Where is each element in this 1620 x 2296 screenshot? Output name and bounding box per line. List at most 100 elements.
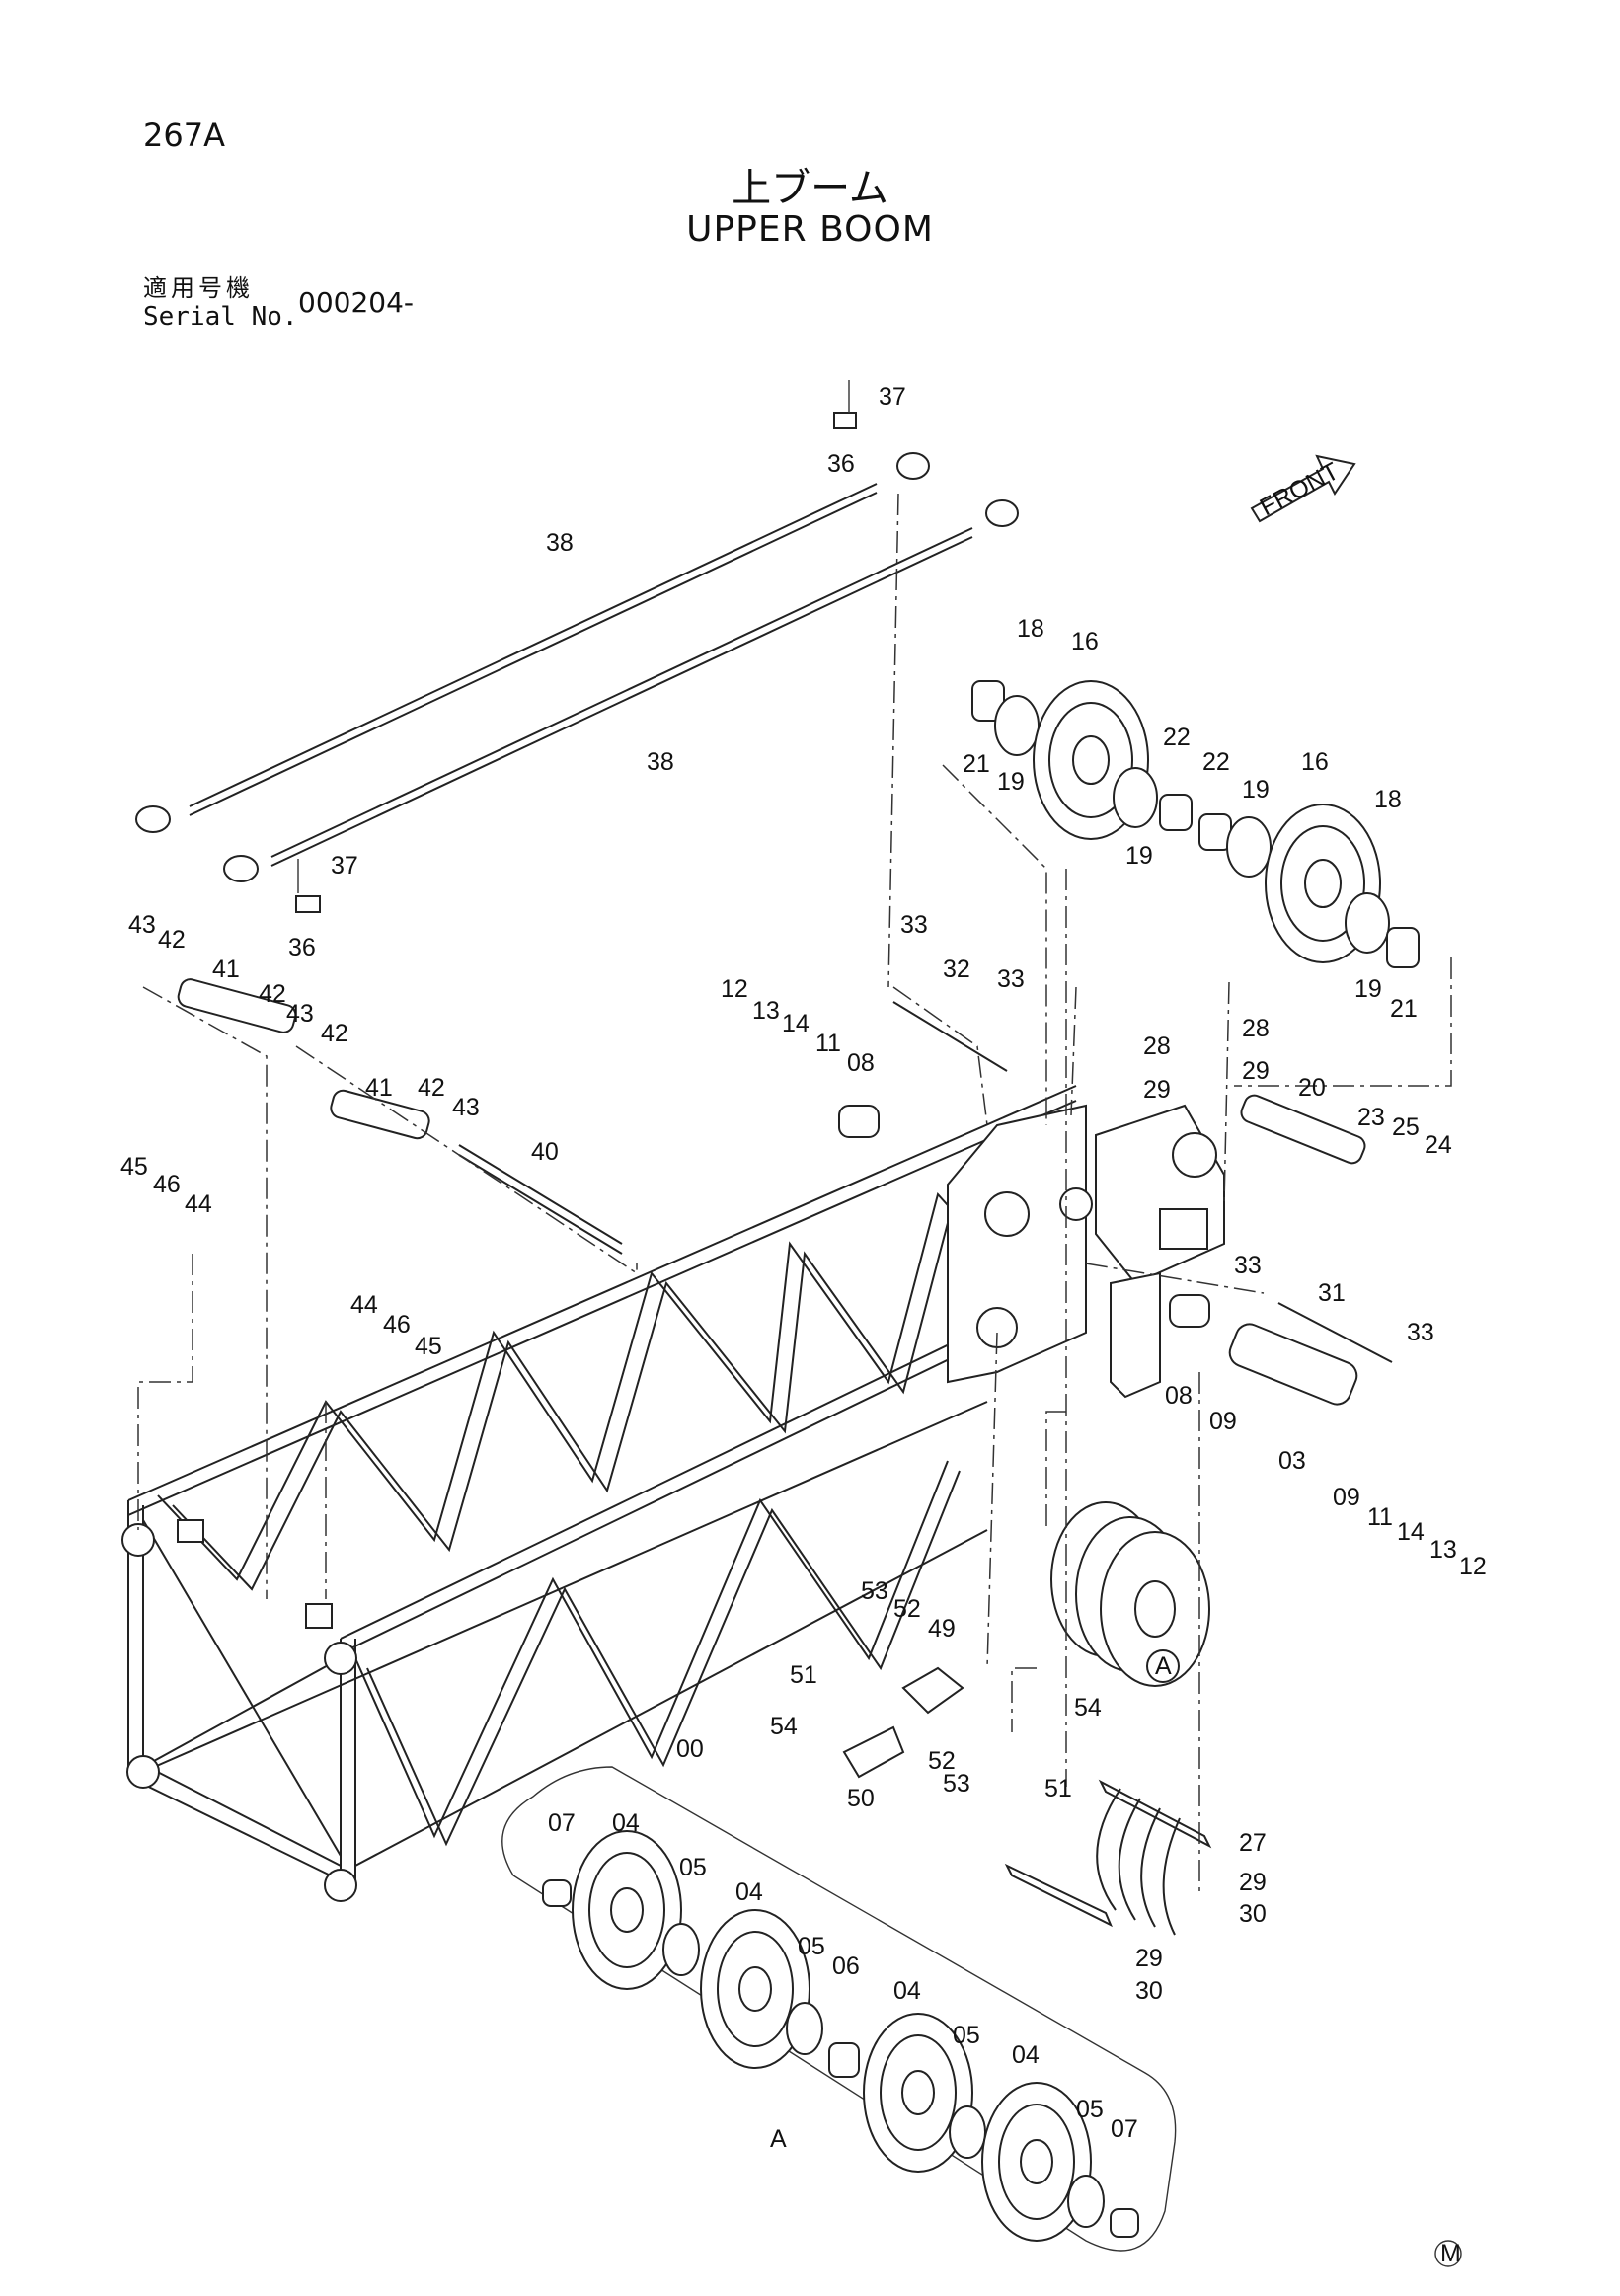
callout-14: 14 <box>1397 1518 1425 1546</box>
pin-03 <box>1228 1323 1358 1406</box>
callout-16: 16 <box>1301 748 1329 776</box>
callout-27: 27 <box>1239 1829 1267 1857</box>
svg-text:M: M <box>1440 2240 1461 2267</box>
callout-31: 31 <box>1318 1279 1346 1307</box>
callout-30: 30 <box>1239 1900 1267 1928</box>
callout-41: 41 <box>212 956 240 983</box>
callout-05: 05 <box>798 1933 825 1960</box>
callout-28: 28 <box>1242 1015 1270 1042</box>
callout-08: 08 <box>1165 1382 1193 1410</box>
front-arrow-icon: FRONT <box>1250 454 1356 523</box>
callout-30: 30 <box>1135 1977 1163 2005</box>
callout-05: 05 <box>1076 2096 1104 2123</box>
pin-20 <box>1240 1094 1366 1165</box>
callout-33: 33 <box>1234 1252 1262 1279</box>
callout-labels: 37 36 38 38 37 36 18 16 21 19 19 22 22 1… <box>120 383 1487 2143</box>
callout-33: 33 <box>1407 1319 1434 1346</box>
callout-19: 19 <box>997 768 1025 796</box>
callout-16: 16 <box>1071 628 1099 655</box>
page-title-jp: 上ブーム <box>732 166 888 211</box>
pin-40 <box>458 1144 623 1245</box>
page-title: UPPER BOOM <box>686 209 934 250</box>
callout-04: 04 <box>735 1878 763 1906</box>
head-sheave-group <box>971 680 1420 968</box>
callout-24: 24 <box>1425 1131 1452 1159</box>
serial-value: 000204- <box>298 286 414 319</box>
callout-06: 06 <box>832 1952 860 1980</box>
detail-a-marker: A <box>1155 1652 1172 1680</box>
callout-53: 53 <box>861 1577 888 1605</box>
callout-22: 22 <box>1202 748 1230 776</box>
callout-46: 46 <box>153 1171 181 1198</box>
detail-a-label: A <box>770 2125 787 2153</box>
tie-rod-upper <box>135 452 930 833</box>
callout-19: 19 <box>1242 776 1270 804</box>
callout-29: 29 <box>1239 1869 1267 1896</box>
callout-41: 41 <box>365 1074 393 1102</box>
callout-11: 11 <box>1367 1503 1393 1531</box>
callout-52: 52 <box>928 1747 956 1775</box>
callout-42: 42 <box>259 980 286 1008</box>
callout-19: 19 <box>1125 842 1153 870</box>
guide-bracket-27 <box>1004 1779 1212 1936</box>
pin-32 <box>892 1001 1008 1072</box>
callout-45: 45 <box>415 1333 442 1360</box>
callout-07: 07 <box>1111 2115 1138 2143</box>
callout-40: 40 <box>531 1138 559 1166</box>
callout-29: 29 <box>1143 1076 1171 1104</box>
callout-50: 50 <box>847 1785 875 1812</box>
callout-09: 09 <box>1209 1408 1237 1435</box>
callout-04: 04 <box>893 1977 921 2005</box>
pin-36-top <box>833 412 857 429</box>
callout-22: 22 <box>1163 724 1191 751</box>
callout-43: 43 <box>286 1000 314 1028</box>
callout-33: 33 <box>900 911 928 939</box>
callout-19: 19 <box>1354 975 1382 1003</box>
serial-label-jp: 適用号機 <box>143 274 254 302</box>
callout-32: 32 <box>943 956 970 983</box>
callout-43: 43 <box>128 911 156 939</box>
callout-43: 43 <box>452 1094 480 1121</box>
callout-45: 45 <box>120 1153 148 1181</box>
callout-09: 09 <box>1333 1484 1360 1511</box>
callout-05: 05 <box>953 2022 980 2049</box>
pin-41-lower <box>330 1089 430 1140</box>
pin-41-upper <box>177 978 297 1033</box>
plate-49 <box>901 1666 964 1715</box>
callout-52: 52 <box>893 1595 921 1623</box>
detail-a: A <box>501 1766 1177 2252</box>
callout-36: 36 <box>288 934 316 961</box>
callout-13: 13 <box>752 997 780 1025</box>
callout-05: 05 <box>679 1854 707 1881</box>
callout-20: 20 <box>1298 1074 1326 1102</box>
front-label: FRONT <box>1256 457 1344 521</box>
callout-23: 23 <box>1357 1104 1385 1131</box>
callout-54: 54 <box>1074 1694 1102 1722</box>
callout-51: 51 <box>1044 1775 1072 1802</box>
callout-49: 49 <box>928 1615 956 1643</box>
callout-29: 29 <box>1135 1945 1163 1972</box>
boom-lattice <box>121 1085 1225 1902</box>
callout-54: 54 <box>770 1713 798 1740</box>
callout-07: 07 <box>548 1809 576 1837</box>
callout-44: 44 <box>350 1291 378 1319</box>
callout-25: 25 <box>1392 1113 1420 1141</box>
serial-label: Serial No. <box>143 302 298 332</box>
callout-53: 53 <box>943 1770 970 1798</box>
callout-21: 21 <box>1390 995 1418 1023</box>
callout-13: 13 <box>1429 1536 1457 1564</box>
callout-12: 12 <box>721 975 748 1003</box>
callout-14: 14 <box>782 1010 810 1037</box>
callout-38: 38 <box>546 529 574 557</box>
manufacturer-mark-icon: M <box>1434 2240 1462 2267</box>
sheave-assembly-a: A <box>1050 1501 1210 1687</box>
callout-44: 44 <box>185 1190 212 1218</box>
callout-37: 37 <box>331 852 358 880</box>
callout-42: 42 <box>418 1074 445 1102</box>
bushing-08-a <box>838 1105 880 1138</box>
page-code: 267A <box>143 116 225 154</box>
callout-46: 46 <box>383 1311 411 1339</box>
callout-12: 12 <box>1459 1553 1487 1580</box>
pin-36-left <box>295 895 321 913</box>
